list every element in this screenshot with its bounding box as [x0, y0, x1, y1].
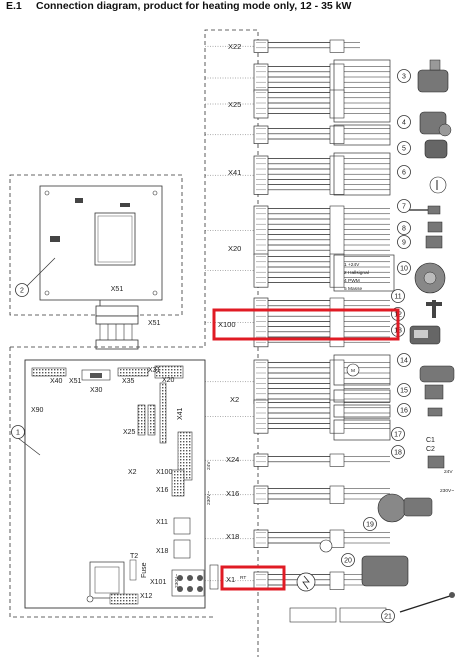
device-illustrations: M: [289, 59, 455, 623]
callout-8: 8: [397, 221, 411, 235]
display-module: X51: [9, 174, 183, 317]
label-c1: C1: [426, 437, 435, 444]
board-x25: X25: [123, 429, 136, 436]
callout-17-label: 17: [394, 432, 402, 439]
callout-4-label: 4: [402, 120, 406, 127]
callout-3: 3: [397, 69, 411, 83]
callout-2: 2: [15, 257, 56, 297]
callout-17: 17: [391, 427, 405, 441]
callout-8-label: 8: [402, 226, 406, 233]
callout-16-label: 16: [400, 408, 408, 415]
callout-16: 16: [397, 403, 411, 417]
fan-legend-5: 5 Masse: [344, 286, 362, 292]
board-x101: X101: [150, 579, 166, 586]
callout-14-label: 14: [400, 358, 408, 365]
board-x31: X31: [148, 367, 161, 374]
callout-7-label: 7: [402, 204, 406, 211]
callout-6-label: 6: [402, 170, 406, 177]
callout-4: 4: [397, 115, 411, 129]
callout-21: 21: [381, 609, 395, 623]
label-230v: 230V~: [440, 488, 454, 494]
connector-stack: [205, 39, 390, 590]
connector-labels: X22 X25 X41 X20 X100 X2 X24 X16 X18 X1: [218, 42, 241, 584]
callout-6: 6: [397, 165, 411, 179]
conn-x24: X24: [226, 455, 239, 464]
callout-9-label: 9: [402, 240, 406, 247]
callout-2-label: 2: [20, 288, 24, 295]
callout-14: 14: [397, 353, 411, 367]
board-x12: X12: [140, 593, 153, 600]
title-text: Connection diagram, product for heating …: [36, 0, 352, 12]
callout-15-label: 15: [400, 388, 408, 395]
callout-3-label: 3: [402, 74, 406, 81]
callout-1: 1: [11, 425, 41, 456]
callout-18: 18: [391, 445, 405, 459]
board-x90: X90: [31, 407, 44, 414]
callout-15: 15: [397, 383, 411, 397]
callout-19: 19: [363, 517, 377, 531]
callout-18-label: 18: [394, 450, 402, 457]
x51-cable: X51: [95, 315, 161, 350]
component-boxes: [333, 59, 395, 441]
callout-11: 11: [391, 289, 405, 303]
callout-19-label: 19: [366, 522, 374, 529]
callout-9: 9: [397, 235, 411, 249]
diagram-title: E.1 Connection diagram, product for heati…: [6, 0, 351, 12]
callout-20-label: 20: [344, 558, 352, 565]
side-labels: C1 C2 24V 230V~ RT: [240, 437, 454, 581]
conn-x18: X18: [226, 532, 239, 541]
fan-legend-2: 2 Hallsignal: [344, 270, 369, 276]
fan-legend-4: 4 PWM: [344, 278, 360, 284]
board-x30: X30: [90, 387, 103, 394]
highlight-x100: [212, 308, 400, 341]
board-x41: X41: [177, 407, 184, 420]
board-24v: 24V: [206, 461, 212, 470]
board-fuse-label: Fuse: [141, 562, 148, 578]
highlight-x1: [220, 565, 286, 591]
board-x35: X35: [122, 378, 135, 385]
callout-5-label: 5: [402, 146, 406, 153]
conn-x22: X22: [228, 42, 241, 51]
label-rt: RT: [240, 575, 246, 581]
board-x51: X51: [69, 378, 82, 385]
conn-x16: X16: [226, 489, 239, 498]
label-c2: C2: [426, 446, 435, 453]
fan-legend-1: 1 +24V: [344, 262, 360, 268]
callout-21-label: 21: [384, 614, 392, 621]
x51-side-label: X51: [148, 320, 161, 327]
board-x40: X40: [50, 378, 63, 385]
conn-x41: X41: [228, 168, 241, 177]
board-x100: X100: [156, 469, 172, 476]
conn-x1: X1: [226, 575, 235, 584]
board-230v: 230V~: [206, 491, 212, 505]
callout-20: 20: [341, 553, 355, 567]
board-fuse-t2: T2: [130, 553, 138, 560]
label-24v: 24V: [444, 469, 453, 475]
svg-text:M: M: [351, 368, 355, 374]
callout-10-label: 10: [400, 266, 408, 273]
board-x20: X20: [162, 377, 175, 384]
board-x2: X2: [128, 469, 137, 476]
conn-x20: X20: [228, 244, 241, 253]
callout-11-label: 11: [394, 294, 401, 301]
board-x11: X11: [156, 519, 168, 526]
conn-x100: X100: [218, 320, 236, 329]
fan-legend: 1 +24V 2 Hallsignal 4 PWM 5 Masse: [344, 262, 369, 292]
callout-7: 7: [397, 199, 411, 213]
section-number: E.1: [6, 0, 22, 12]
callout-1-label: 1: [16, 430, 20, 437]
board-x16: X16: [156, 487, 169, 494]
conn-x2: X2: [230, 395, 239, 404]
board-230v-b: 230V~: [174, 574, 180, 588]
x51-top-label: X51: [111, 286, 124, 293]
main-board: X40 X51 X30 X35 X31 X20 X90 X25 X2 X100 …: [9, 29, 259, 657]
board-x18: X18: [156, 548, 169, 555]
callout-5: 5: [397, 141, 411, 155]
callout-10: 10: [397, 261, 411, 275]
conn-x25: X25: [228, 100, 241, 109]
